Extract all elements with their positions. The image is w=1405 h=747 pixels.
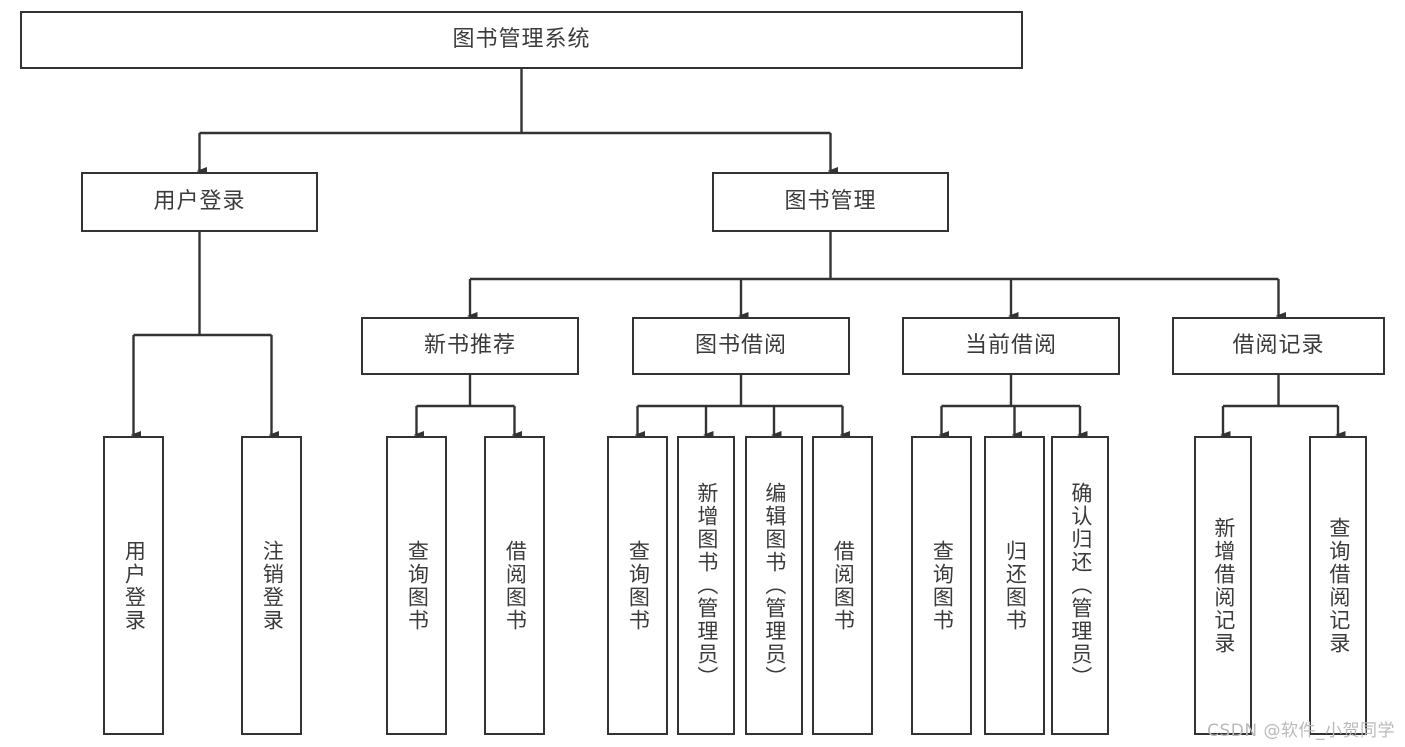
node-label: 用户登录	[122, 539, 147, 632]
node-leaf_logout[interactable]: 注销登录	[241, 436, 302, 735]
node-leaf_query_book_b[interactable]: 查询图书	[607, 436, 668, 735]
node-label: 当前借阅	[964, 332, 1057, 358]
node-label: 新增借阅记录	[1211, 516, 1236, 655]
node-leaf_add_record[interactable]: 新增借阅记录	[1194, 436, 1252, 735]
node-borrow_record[interactable]: 借阅记录	[1172, 317, 1385, 375]
node-leaf_query_book_c[interactable]: 查询图书	[911, 436, 972, 735]
node-root[interactable]: 图书管理系统	[20, 11, 1023, 69]
node-leaf_add_book[interactable]: 新增图书（管理员）	[677, 436, 735, 735]
node-label: 用户登录	[153, 188, 246, 214]
node-label: 注销登录	[260, 539, 285, 632]
watermark: CSDN @软件_小贺同学	[1207, 721, 1395, 741]
node-leaf_confirm_return[interactable]: 确认归还（管理员）	[1051, 436, 1109, 735]
node-label: 查询图书	[626, 539, 651, 632]
node-leaf_return_book[interactable]: 归还图书	[984, 436, 1045, 735]
node-label: 借阅图书	[503, 539, 528, 632]
node-label: 图书借阅	[694, 332, 787, 358]
node-label: 图书管理系统	[452, 26, 591, 52]
node-book_borrow[interactable]: 图书借阅	[632, 317, 850, 375]
node-user_login[interactable]: 用户登录	[81, 172, 318, 232]
node-label: 新书推荐	[423, 332, 516, 358]
node-label: 借阅图书	[831, 539, 856, 632]
node-label: 归还图书	[1003, 539, 1028, 632]
node-label: 查询图书	[930, 539, 955, 632]
node-book_manage[interactable]: 图书管理	[712, 172, 949, 232]
node-label: 查询图书	[405, 539, 430, 632]
node-label: 借阅记录	[1232, 332, 1325, 358]
node-label: 图书管理	[784, 188, 877, 214]
node-leaf_borrow_book_rec[interactable]: 借阅图书	[484, 436, 545, 735]
node-label: 查询借阅记录	[1326, 516, 1351, 655]
node-leaf_user_login[interactable]: 用户登录	[103, 436, 164, 735]
node-label: 确认归还（管理员）	[1068, 482, 1093, 689]
node-leaf_borrow_book_b[interactable]: 借阅图书	[812, 436, 873, 735]
node-current_borrow[interactable]: 当前借阅	[902, 317, 1120, 375]
node-leaf_query_book_rec[interactable]: 查询图书	[386, 436, 447, 735]
node-leaf_query_record[interactable]: 查询借阅记录	[1309, 436, 1367, 735]
node-new_book_rec[interactable]: 新书推荐	[361, 317, 579, 375]
node-label: 编辑图书（管理员）	[762, 482, 787, 689]
node-leaf_edit_book[interactable]: 编辑图书（管理员）	[745, 436, 803, 735]
edge-paths	[134, 69, 1339, 435]
node-label: 新增图书（管理员）	[694, 482, 719, 689]
